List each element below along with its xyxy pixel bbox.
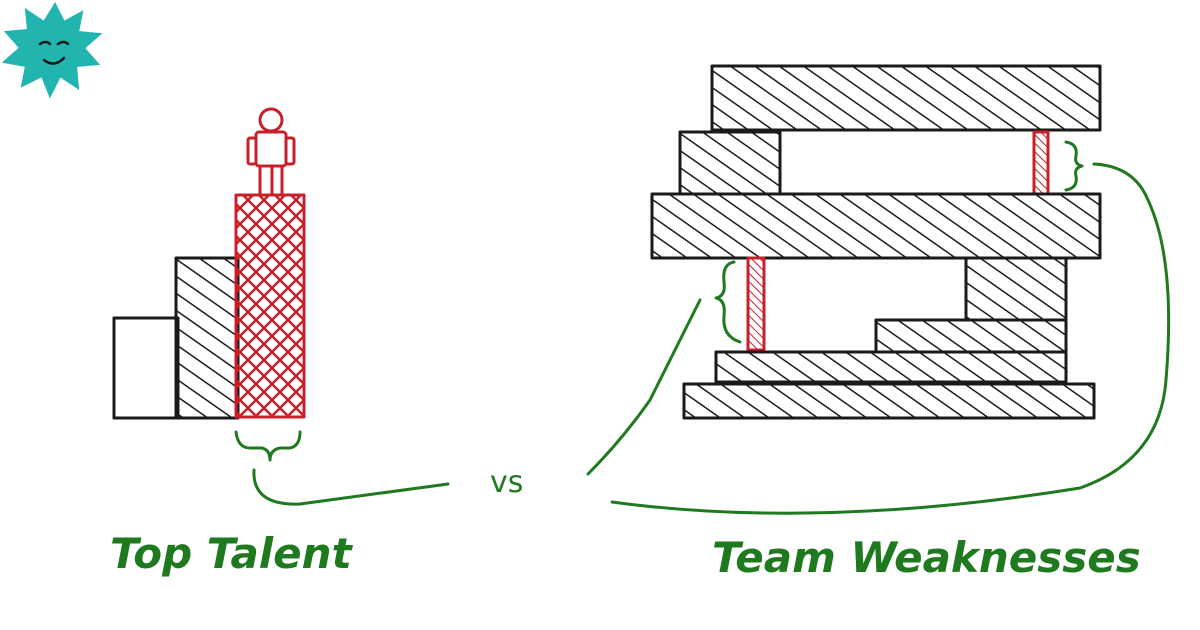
gap-pillar-bottom: [748, 258, 764, 350]
stack-bar-5: [876, 320, 1066, 352]
person-icon: [246, 107, 296, 197]
top-talent-bracket: [234, 430, 302, 462]
stack-bar-6: [716, 352, 1066, 382]
low-block: [112, 316, 180, 420]
top-talent-label: Top Talent: [110, 529, 354, 578]
team-weaknesses-label: Team Weaknesses: [712, 533, 1141, 582]
stack-bar-3: [652, 194, 1100, 258]
gap-pillar-top: [1034, 132, 1048, 194]
top-talent-column: [236, 195, 304, 417]
gap-bracket-bottom: [714, 260, 742, 344]
top-talent-diagram: [112, 107, 306, 462]
mid-block: [176, 258, 238, 418]
team-weaknesses-diagram: [650, 64, 1102, 420]
stack-bar-4: [966, 258, 1066, 320]
stack-bar-1: [712, 66, 1100, 130]
smiling-star-icon: [1, 1, 103, 99]
gap-bracket-top: [1064, 140, 1084, 192]
versus-label: vs: [490, 465, 523, 500]
stack-bar-7: [684, 384, 1094, 418]
top-talent-column-outline: [234, 193, 306, 419]
stack-bar-2: [680, 132, 780, 194]
connector-lines: [252, 162, 1171, 515]
